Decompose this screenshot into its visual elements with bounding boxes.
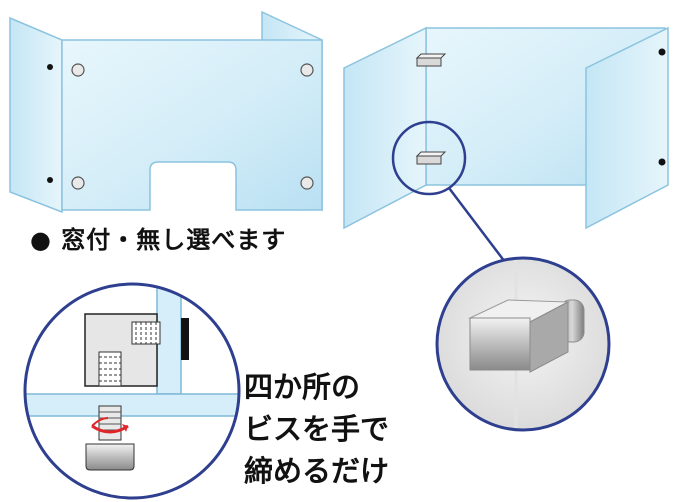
screw-head-icon	[47, 64, 53, 70]
callout-leader	[448, 187, 506, 263]
screw-head-icon	[658, 48, 666, 56]
detail-ring	[23, 282, 241, 500]
caption-line-3: 締めるだけ	[244, 454, 390, 488]
bracket-photo	[435, 256, 611, 432]
screw-icon	[71, 176, 85, 190]
caption-line-2: ビスを手で	[244, 412, 390, 446]
screw-icon	[300, 63, 314, 77]
partition-with-window	[9, 10, 323, 214]
screw-detail	[23, 282, 241, 500]
photo-ring	[435, 256, 611, 432]
left-wing-panel	[343, 26, 427, 230]
callout-ring	[391, 120, 467, 196]
screw-icon	[71, 63, 85, 77]
caption-line-1: 四か所の	[244, 370, 361, 404]
bracket-clamp-icon	[415, 53, 447, 67]
center-panel	[61, 39, 323, 211]
bracket-clamp-icon	[415, 151, 447, 165]
screw-icon	[300, 176, 314, 190]
right-wing-panel	[585, 26, 669, 230]
hand-tighten-caption: 四か所の ビスを手で 締めるだけ	[244, 366, 414, 492]
partition-without-window	[343, 26, 669, 263]
screw-head-icon	[47, 177, 53, 183]
rotation-arrow-icon	[91, 417, 129, 434]
window-option-caption: ● 窓付・無し選べます	[30, 226, 287, 254]
left-wing-panel	[9, 16, 63, 214]
screw-head-icon	[658, 158, 666, 166]
